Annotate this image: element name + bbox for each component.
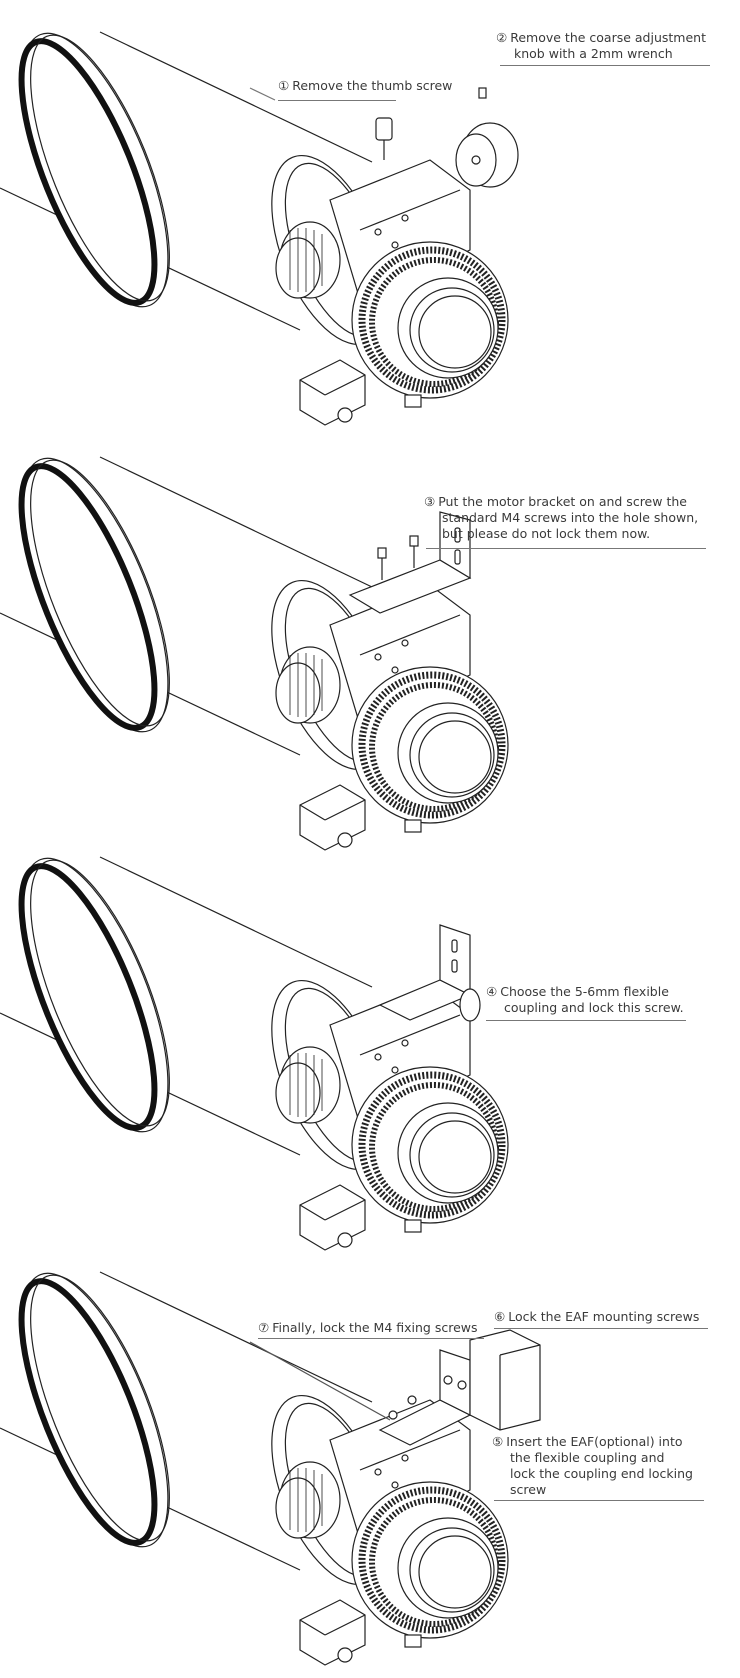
step-3-line-3: but please do not lock them now. <box>442 526 651 541</box>
step-3-line-2: standard M4 screws into the hole shown, <box>442 510 699 525</box>
step-7-line-1: Finally, lock the M4 fixing screws <box>272 1320 478 1335</box>
step-6-leader <box>494 1328 708 1329</box>
step-1-line-1: Remove the thumb screw <box>292 78 453 93</box>
step-1-leader <box>278 100 396 101</box>
step-5-leader <box>494 1500 704 1501</box>
step-5-number: ⑤ <box>492 1434 504 1449</box>
step-5-line-3: lock the coupling end locking <box>510 1466 693 1481</box>
step-2-line-1: Remove the coarse adjustment <box>510 30 706 45</box>
step-5-line-1: Insert the EAF(optional) into <box>506 1434 683 1449</box>
panel-3-drawing <box>0 840 508 1250</box>
step-4-leader <box>486 1020 686 1021</box>
step-7-leader <box>258 1338 484 1339</box>
flexible-coupling <box>459 988 481 1022</box>
panel-4-drawing <box>0 1255 541 1665</box>
set-screw <box>478 87 487 99</box>
eaf-motor <box>469 1329 541 1431</box>
step-2-number: ② <box>496 30 508 45</box>
step-6-number: ⑥ <box>494 1309 506 1324</box>
step-2-leader <box>500 65 710 66</box>
step-3-line-1: Put the motor bracket on and screw the <box>438 494 687 509</box>
step-5-line-2: the flexible coupling and <box>510 1450 665 1465</box>
panel-1-drawing <box>0 15 519 425</box>
thumb-screw <box>375 117 393 141</box>
step-6-line-1: Lock the EAF mounting screws <box>508 1309 700 1324</box>
step-2-line-2: knob with a 2mm wrench <box>514 46 673 61</box>
step-4-line-1: Choose the 5-6mm flexible <box>500 984 669 999</box>
step-4-line-2: coupling and lock this screw. <box>504 1000 684 1015</box>
step-3-leader <box>426 548 706 549</box>
panel-2-drawing <box>0 440 508 850</box>
step-1-number: ① <box>278 78 290 93</box>
step-4-number: ④ <box>486 984 498 999</box>
step-3-number: ③ <box>424 494 436 509</box>
step-5-line-4: screw <box>510 1482 547 1497</box>
step-7-number: ⑦ <box>258 1320 270 1335</box>
